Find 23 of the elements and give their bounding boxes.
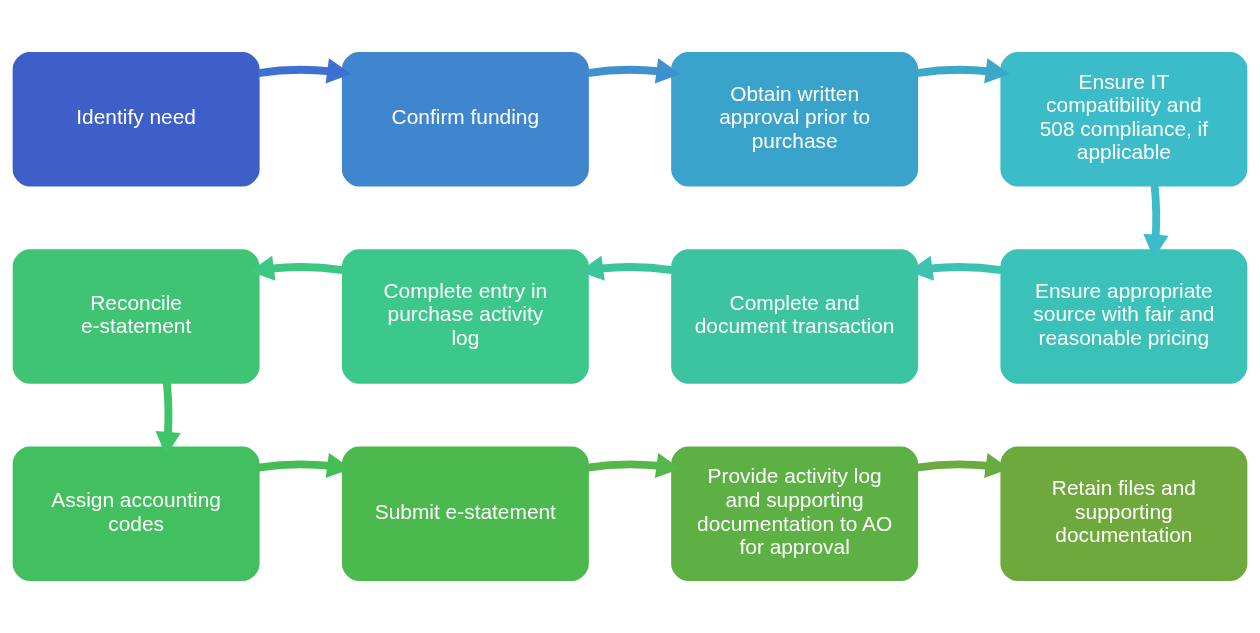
arrow [908, 255, 1002, 281]
node-box: Assign accounting codes [12, 446, 260, 582]
arrow [916, 452, 1010, 479]
arrow [579, 255, 673, 281]
arrow [155, 382, 181, 456]
node-box: Ensure IT compatibility and 508 compliance, if applicable [1000, 51, 1248, 187]
arrow [587, 58, 681, 84]
arrow [249, 255, 344, 281]
node-box: Obtain written approval prior to purchase [671, 51, 919, 187]
node-box: Identify need [12, 51, 260, 187]
arrow [257, 452, 352, 479]
arrow [257, 58, 352, 84]
node-box: Reconcile e-statement [12, 249, 260, 384]
node-box: Confirm funding [341, 51, 589, 187]
arrow [916, 58, 1010, 84]
node-box: Submit e-statement [341, 446, 589, 582]
arrow [587, 452, 681, 479]
node-box: Retain files and supporting documentation [1000, 446, 1248, 582]
node-box: Provide activity log and supporting documentation to AO for approval [671, 446, 919, 582]
node-box: Complete and document transaction [671, 249, 919, 384]
node-box: Ensure appropriate source with fair and reasonable pricing [1000, 249, 1248, 384]
arrow [1143, 184, 1169, 259]
node-box: Complete entry in purchase activity log [341, 249, 589, 384]
